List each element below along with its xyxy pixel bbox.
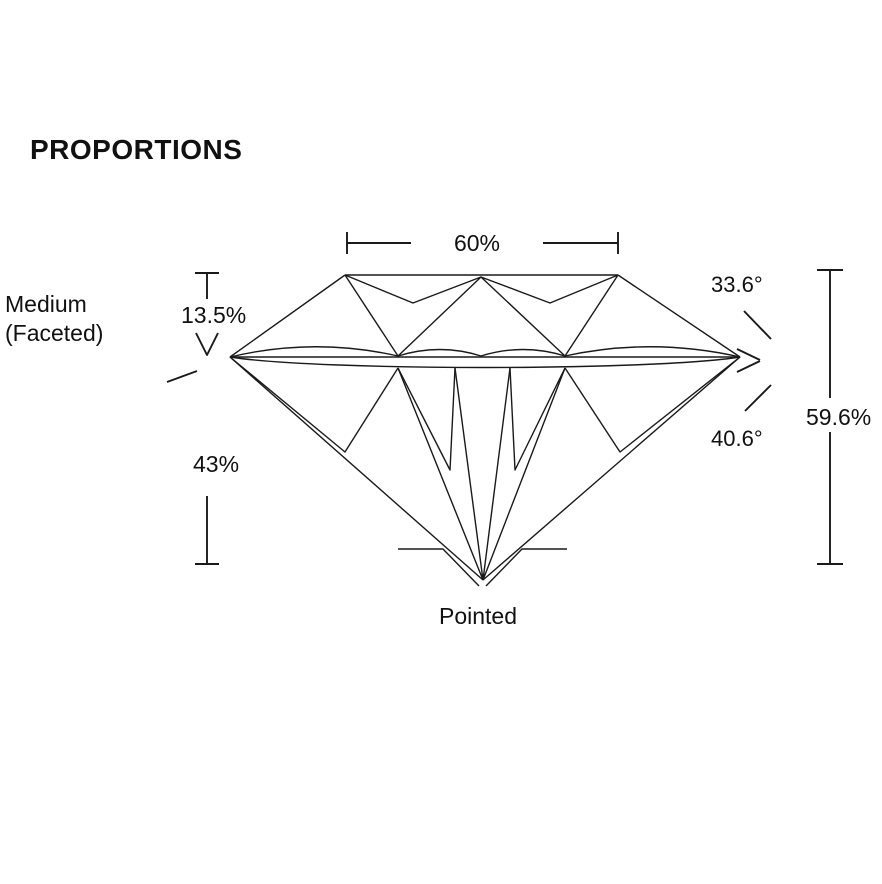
- page-title: PROPORTIONS: [30, 134, 243, 165]
- dimension-marks: [166, 232, 843, 565]
- crown-angle-marks: [736, 310, 772, 373]
- culet-bracket: [398, 548, 567, 587]
- pavilion-angle-marks: [744, 384, 772, 412]
- girdle-bottom-line: [229, 356, 741, 369]
- table-width-dimension: [346, 232, 619, 254]
- pavilion-depth-dimension: [195, 496, 219, 565]
- upper-girdle-facet-arcs: [229, 346, 741, 358]
- pavilion-outline: [229, 356, 741, 581]
- crown-outline: [229, 274, 741, 358]
- culet-label: Pointed: [438, 603, 518, 629]
- girdle-leader-mark: [166, 370, 198, 383]
- crown-angle-label: 33.6°: [711, 272, 763, 297]
- crown-facet-lines: [344, 274, 619, 357]
- pavilion-angle-label: 40.6°: [711, 426, 763, 451]
- total-depth-label: 59.6%: [806, 404, 872, 430]
- table-width-label: 60%: [453, 230, 501, 256]
- crown-height-label: 13.5%: [181, 302, 247, 328]
- pavilion-depth-label: 43%: [193, 451, 240, 477]
- lower-girdle-facets: [229, 356, 741, 471]
- crown-height-dimension: [195, 272, 219, 356]
- girdle-thickness-label: Medium (Faceted): [5, 291, 104, 346]
- total-depth-dimension: [817, 269, 843, 565]
- diamond-profile: [229, 274, 741, 587]
- pavilion-main-facets: [397, 367, 566, 581]
